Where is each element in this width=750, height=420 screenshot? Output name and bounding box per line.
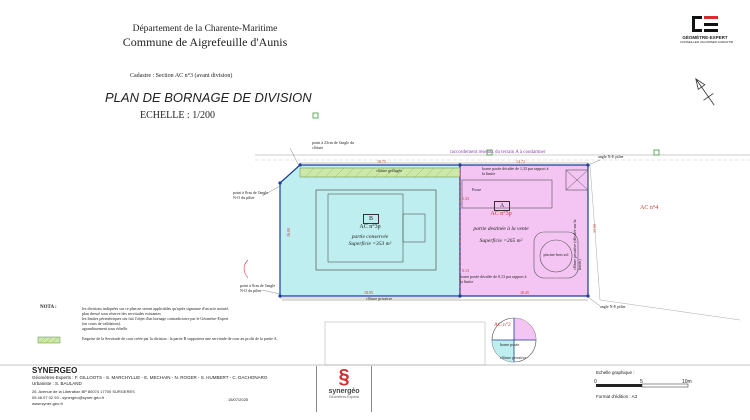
parcel-b-area: [279, 164, 461, 297]
nota-list: les divisions indiquées sur ce plan ne s…: [82, 306, 282, 331]
synergeo-logo: § synergéo Géomètres-Experts: [316, 366, 372, 412]
dim-1875: 18.75: [377, 159, 386, 164]
scale-tick-5: 5: [640, 379, 643, 385]
parcel-a-letter: A: [494, 201, 510, 211]
department-title: Département de la Charente-Maritime: [132, 24, 278, 34]
company-web: www.syner-geo.fr: [32, 401, 63, 406]
pool-label: piscine hors sol: [543, 252, 569, 257]
synergeo-brand: synergéo: [328, 388, 360, 395]
raccordement-note: raccordement réseaux du terrain A à cond…: [450, 150, 546, 155]
scale-tick-0: 0: [594, 379, 597, 385]
parcel-b-ref: AC n°3p: [359, 224, 381, 230]
borne-posee-label: borne posée: [500, 342, 520, 347]
borne-bottom-note: borne posée décalée de 0,13 par rapport …: [460, 274, 527, 284]
parcel-b-letter: B: [363, 214, 379, 224]
company-name: SYNERGEO: [32, 366, 78, 375]
company-phone: 05 46 07 02 93 - synergeo@syner-geo.fr: [32, 395, 105, 400]
cloture-bottom-label: clôture privative: [366, 296, 393, 301]
synergeo-s-icon: §: [338, 366, 350, 388]
nota-line: les divisions indiquées sur ce plan ne s…: [82, 306, 230, 311]
synergeo-brand-sub: Géomètres-Experts: [328, 395, 360, 399]
parcel-ac4-label: AC n°4: [640, 205, 659, 211]
dim-1845: 18.45: [520, 290, 529, 295]
parcel-a-ref: AC n°3p: [490, 211, 512, 217]
angle-ne-bottom-note: angle N-E pilier: [600, 304, 626, 309]
borne-top-note: borne posée décalée de 1,33 par rapport …: [482, 166, 549, 176]
logo-subcaption: CONSEILLER VALORISER GARANTIR: [680, 40, 734, 44]
nota-line: (en cours de validation).: [82, 321, 121, 326]
dim-1895: 18.95: [364, 290, 373, 295]
geometre-expert-logo: GÉOMÈTRE-EXPERT CONSEILLER VALORISER GAR…: [680, 16, 734, 44]
dim-013: 0.13: [462, 268, 469, 273]
angle-ne-top-note: angle N-E pilier: [598, 154, 624, 159]
point-top-left-note: point à 23cm de l'angle du clôture: [312, 140, 355, 150]
document-date: 15/07/2025: [228, 397, 249, 402]
scale-tick-10: 10m: [682, 379, 692, 385]
scale-bar-graphic: [596, 383, 689, 388]
nota-title: NOTA :: [40, 305, 57, 310]
company-urbaniste: Urbaniste : S. BAULAND: [32, 381, 82, 386]
cloture-priv2-label: clôture privative: [500, 355, 527, 360]
scale-label: ECHELLE : 1/200: [140, 110, 215, 121]
dim-1600: 16.00: [286, 228, 291, 237]
plan-title: PLAN DE BORNAGE DE DIVISION: [105, 90, 312, 105]
cloture-right-label: clôture privative (décalée sur la limite…: [572, 219, 582, 270]
parcel-a-area: Superficie =265 m²: [479, 238, 523, 244]
nota-line: agrandissement sous échelle: [82, 326, 128, 331]
point-nw-note: point à 8cm de l'angle N-O du pilier: [233, 190, 269, 200]
cloture-top-label: clôture grillagée: [376, 168, 403, 173]
north-arrow-icon: [695, 78, 715, 106]
parcel-ac2-label: AC n°2: [494, 322, 511, 328]
ge-emblem-icon: [692, 16, 718, 32]
parcel-b-area: Superficie =353 m²: [348, 241, 392, 247]
edition-format: Format d'édition : A3: [596, 394, 638, 399]
parcel-a-part: partie destinée à la vente: [473, 226, 529, 232]
point-sw-note: point à 8cm de l'angle N-O du pilier: [240, 283, 276, 293]
dim-1500: 15.00: [592, 224, 597, 233]
company-address: 26, Avenue de la Libération BP 80074 177…: [32, 389, 135, 394]
dim-133: 1.33: [462, 196, 469, 201]
nota-line: plan dressé sous réserve des servitudes …: [82, 311, 161, 316]
company-members: Géomètres-Experts : F. GILLOOTS - S. MAR…: [32, 375, 268, 380]
servitude-note: Emprise de la Servitude de cour créée pa…: [82, 336, 278, 341]
scale-bar-title: Echelle graphique :: [596, 370, 635, 375]
logo-caption: GÉOMÈTRE-EXPERT: [682, 35, 728, 40]
fosse-label: Fosse: [472, 187, 482, 192]
dim-1472: 14.72: [516, 159, 525, 164]
parcel-b-part: partie conservée: [351, 234, 389, 240]
nota-line: les limites périmétriques ont fait l'obj…: [82, 316, 229, 321]
commune-title: Commune de Aigrefeuille d'Aunis: [122, 35, 288, 49]
cadastre-line: Cadastre : Section AC n°3 (avant divisio…: [130, 73, 233, 79]
